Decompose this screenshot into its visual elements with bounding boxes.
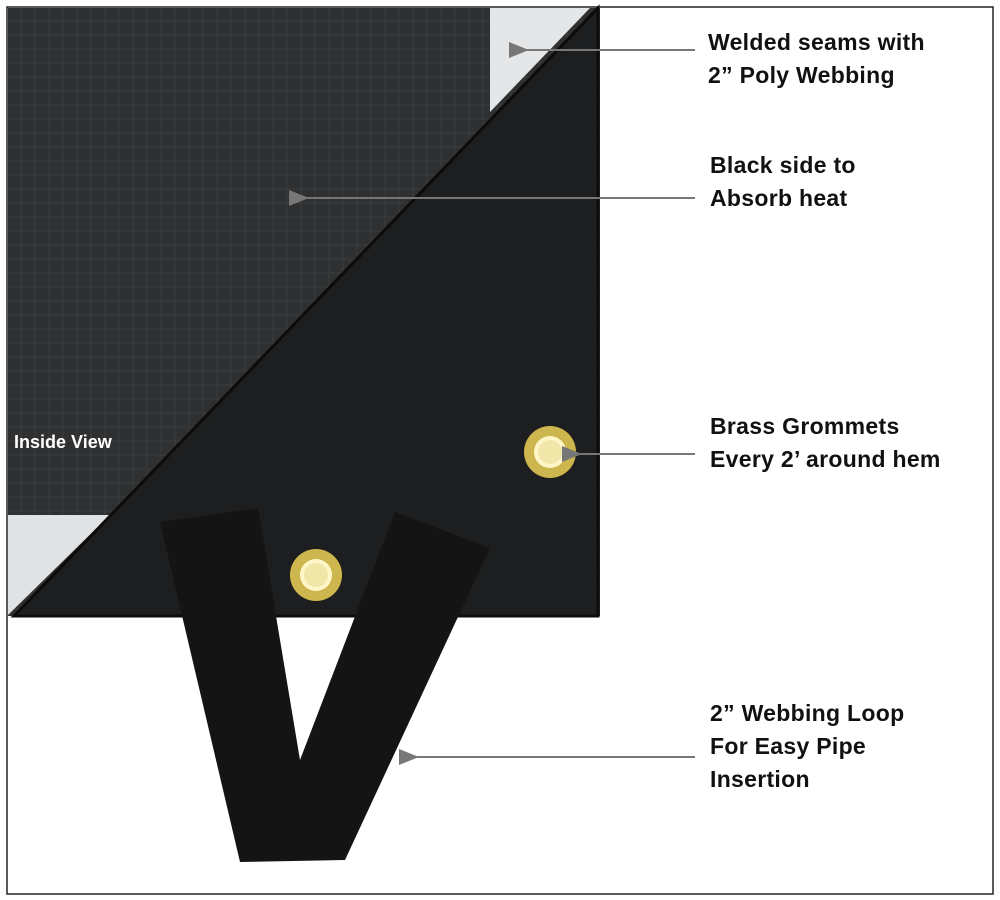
image-frame — [6, 6, 994, 895]
callout-line: Absorb heat — [710, 185, 848, 211]
inside-view-label: Inside View — [14, 432, 112, 452]
callout-welded-seams: Welded seams with 2” Poly Webbing — [708, 26, 925, 92]
callout-arrows — [289, 42, 695, 765]
white-side-corner-bottom — [8, 515, 110, 615]
callout-line: Welded seams with — [708, 29, 925, 55]
grommet-icon — [290, 549, 342, 601]
webbing-loop — [160, 508, 490, 862]
white-side-corner-top — [490, 8, 590, 112]
black-flap — [10, 4, 600, 618]
callout-black-side: Black side to Absorb heat — [710, 149, 856, 215]
callout-line: Brass Grommets — [710, 413, 900, 439]
callout-line: 2” Poly Webbing — [708, 62, 895, 88]
callout-brass-grommets: Brass Grommets Every 2’ around hem — [710, 410, 941, 476]
callout-webbing-loop: 2” Webbing Loop For Easy Pipe Insertion — [710, 697, 904, 796]
callout-line: Black side to — [710, 152, 856, 178]
callout-line: For Easy Pipe — [710, 733, 867, 759]
grommet-icon — [524, 426, 576, 478]
callout-line: Every 2’ around hem — [710, 446, 941, 472]
callout-line: 2” Webbing Loop — [710, 700, 905, 726]
callout-line: Insertion — [710, 766, 810, 792]
